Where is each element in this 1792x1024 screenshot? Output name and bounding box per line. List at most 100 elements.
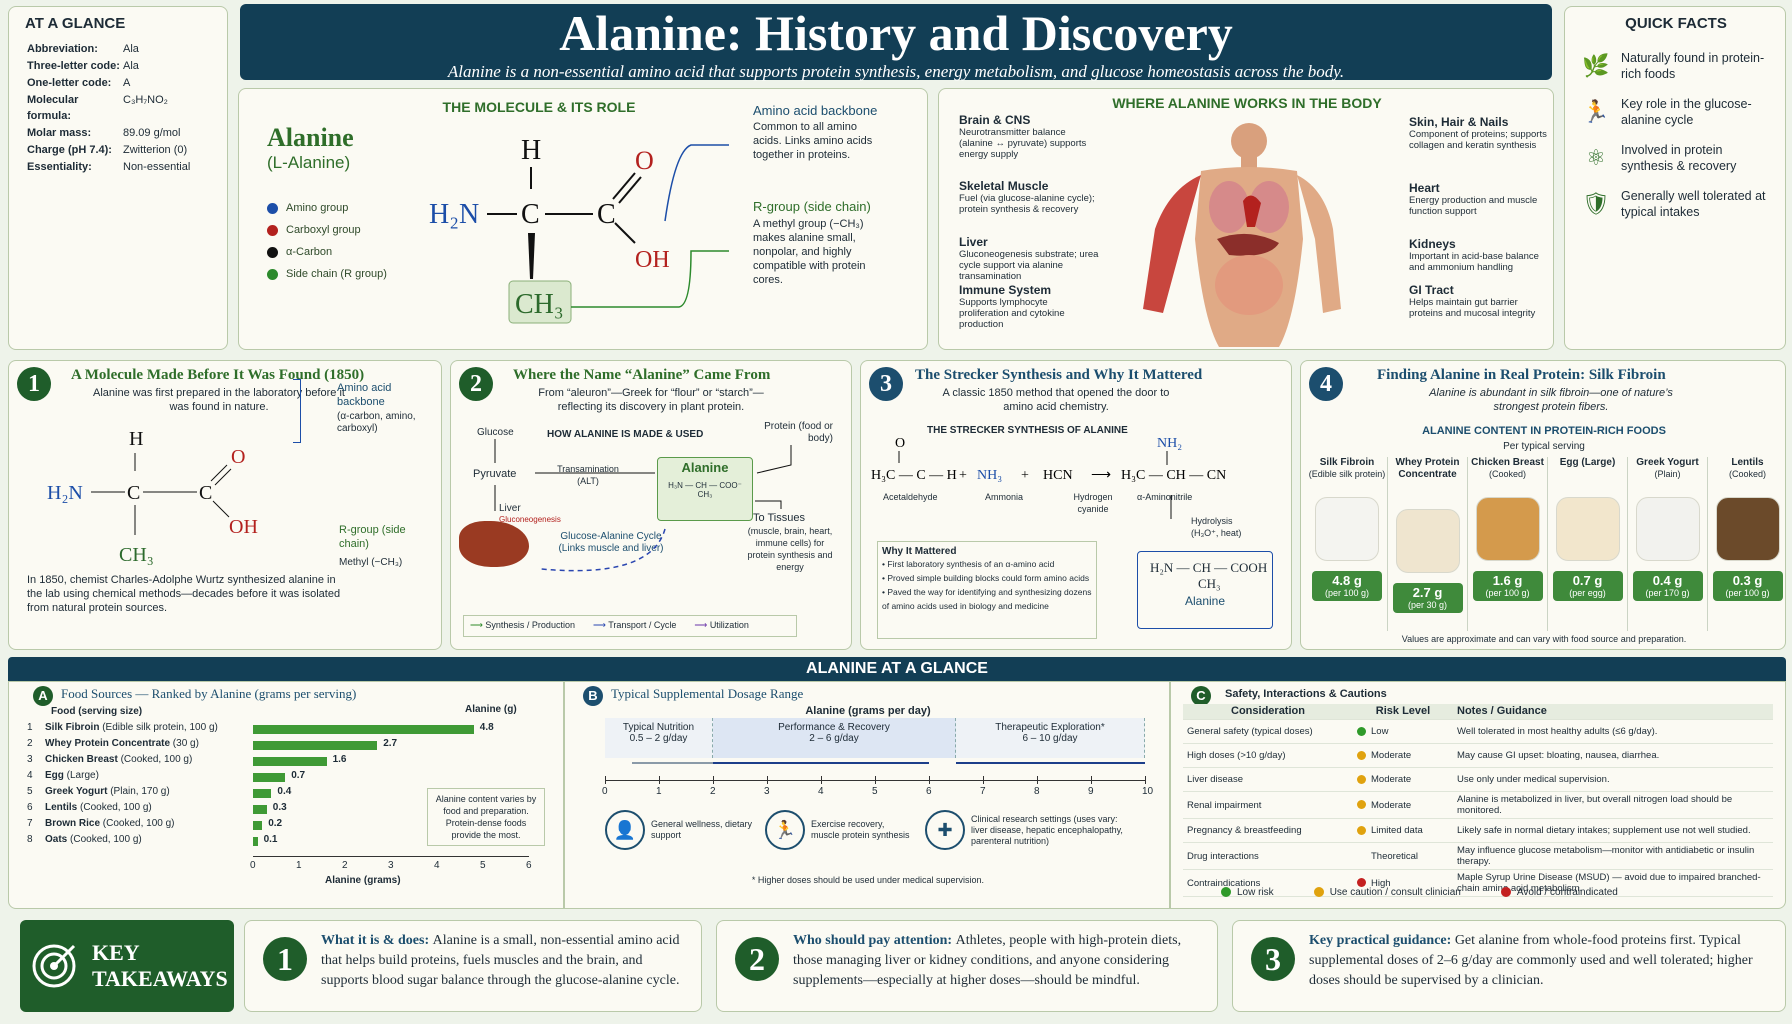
dose-range-value: 6 – 10 g/day [1022,733,1078,744]
bar-category: Brown Rice [45,818,101,829]
food-value: 1.6 g(per 100 g) [1472,571,1543,601]
card-1: 1 A Molecule Made Before It Was Found (1… [8,360,442,650]
dose-range-label: Typical Nutrition [622,722,695,733]
legend-arrow: ⟶ [592,620,609,630]
svg-text:+: + [1021,468,1029,483]
strecker-reaction: O H₃C — C — H + NH₃ + HCN ⟶ NH₂ H₃C — CH… [871,436,1226,519]
dose-range: Therapeutic Exploration*6 – 10 g/day [956,718,1145,758]
shield-check-icon: 🛡 [1582,191,1610,216]
dose-tick-label: 3 [764,786,770,797]
legend-dot [267,202,278,214]
card-2-subtitle: From “aleuron”—Greek for “flour” or “sta… [538,387,764,413]
food-card: Chicken Breast(Cooked)1.6 g(per 100 g) [1467,457,1547,631]
food-value-unit: (per 100 g) [1324,588,1370,598]
card-4-footnote: Values are approximate and can vary with… [1401,634,1687,644]
svg-text:CH₃: CH₃ [119,544,154,566]
alanine-box-formula-sub: CH₃ [697,490,713,499]
glance-row: Molecular formula:C₃H₇NO₂ [27,92,223,124]
food-name: Greek Yogurt [1636,457,1699,468]
bar-value: 0.1 [263,834,278,845]
risk-level: Moderate [1371,750,1412,761]
panel-a-col1: Food (serving size) [51,706,143,717]
glucose-label: Glucose [477,427,514,438]
food-value-num: 1.6 g [1492,573,1523,588]
dose-range-value: 0.5 – 2 g/day [629,733,688,744]
alanine-box: Alanine H₃N — CH — COO⁻ CH₃ [657,457,753,521]
dose-tick [1145,776,1146,784]
dose-tick [1037,776,1038,784]
backbone-title: Amino acid backbone [753,103,878,118]
bar-value: 0.7 [291,770,306,781]
dosage-uses: 👤General wellness, dietary support🏃Exerc… [605,810,1165,870]
card-3-title: The Strecker Synthesis and Why It Matter… [915,367,1203,383]
panel-b-letter: B [583,686,603,706]
why-box: Why It Mattered • First laboratory synth… [877,541,1097,639]
card-4-per: Per typical serving [1503,441,1585,452]
product-aminonitrile: α-Aminonitrile [1137,492,1193,502]
legend-dot [267,224,278,236]
risk-dot [1357,878,1366,888]
dose-line [632,762,713,764]
safety-consideration: Drug interactions [1183,842,1353,870]
dose-use-text: General wellness, dietary support [651,819,753,840]
bar-rank: 7 [27,818,33,829]
glance-value: Non-essential [123,161,191,173]
bar-value: 1.6 [332,754,347,765]
legend-label: Side chain (R group) [286,268,387,280]
card-1-rgroup: R-group (side chain) [339,524,406,550]
svg-text:C: C [199,482,212,504]
food-value-unit: (per 170 g) [1645,588,1690,598]
bar-value: 2.7 [383,738,398,749]
bar [253,741,378,750]
dose-tick-label: 2 [710,786,716,797]
bar-label: Brown Rice (Cooked, 100 g) [45,818,175,829]
organ-text: Energy production and muscle function su… [1409,195,1538,217]
food-photo [1315,497,1379,561]
bar [253,725,474,734]
reactant-ammonia: Ammonia [985,492,1024,502]
body-panel: WHERE ALANINE WORKS IN THE BODY Brain & … [938,88,1554,350]
atom-carboxyl-carbon: C [597,199,616,230]
dose-tick [605,776,606,784]
dose-tick [875,776,876,784]
bar [253,837,258,846]
legend-item: Side chain (R group) [267,263,417,285]
safety-consideration: Contraindications [1183,869,1353,897]
transamination-label: Transamination (ALT) [557,464,619,486]
food-photo [1555,497,1620,561]
card-1-subtitle: Alanine was first prepared in the labora… [93,387,345,413]
takeaway-body: Alanine is a small, non-essential amino … [321,933,680,988]
legend-label: Use caution / consult clinician [1329,887,1461,898]
glance-value: C₃H₇NO₂ [123,94,168,106]
food-note: (Plain) [1654,469,1681,479]
food-photo [1475,497,1540,561]
glance-row: Three-letter code:Ala [27,58,223,74]
food-value-unit: (per 100 g) [1725,588,1770,598]
food-photo [1395,509,1460,573]
bar-label: Chicken Breast (Cooked, 100 g) [45,754,192,765]
dose-tick-label: 8 [1034,786,1040,797]
tissues-label: To Tissues [753,512,805,524]
panel-c: C Safety, Interactions & Cautions Consid… [1170,681,1786,909]
panel-a-xlabel: Alanine (grams) [325,875,401,886]
food-note [1548,469,1627,491]
card-2-number: 2 [459,367,493,401]
glance-row: Charge (pH 7.4):Zwitterion (0) [27,142,223,158]
glance-value: Ala [123,43,139,55]
svg-text:H₃C — C — H: H₃C — C — H [871,468,957,483]
molecule-icon: ⚛ [1586,145,1606,170]
takeaway-body: Athletes, people with high-protein diets… [793,933,1182,988]
dose-use-text: Clinical research settings (uses vary: l… [971,813,1123,846]
risk-dot [1357,800,1366,810]
organ-text: Important in acid-base balance and ammon… [1409,251,1539,273]
bar-rank: 5 [27,786,33,797]
rgroup-title: R-group (side chain) [753,199,871,214]
plus-icon: ✚ [925,810,965,850]
organ-name: Brain & CNS [959,113,1031,127]
panel-b-footnote: * Higher doses should be used under medi… [751,875,985,885]
